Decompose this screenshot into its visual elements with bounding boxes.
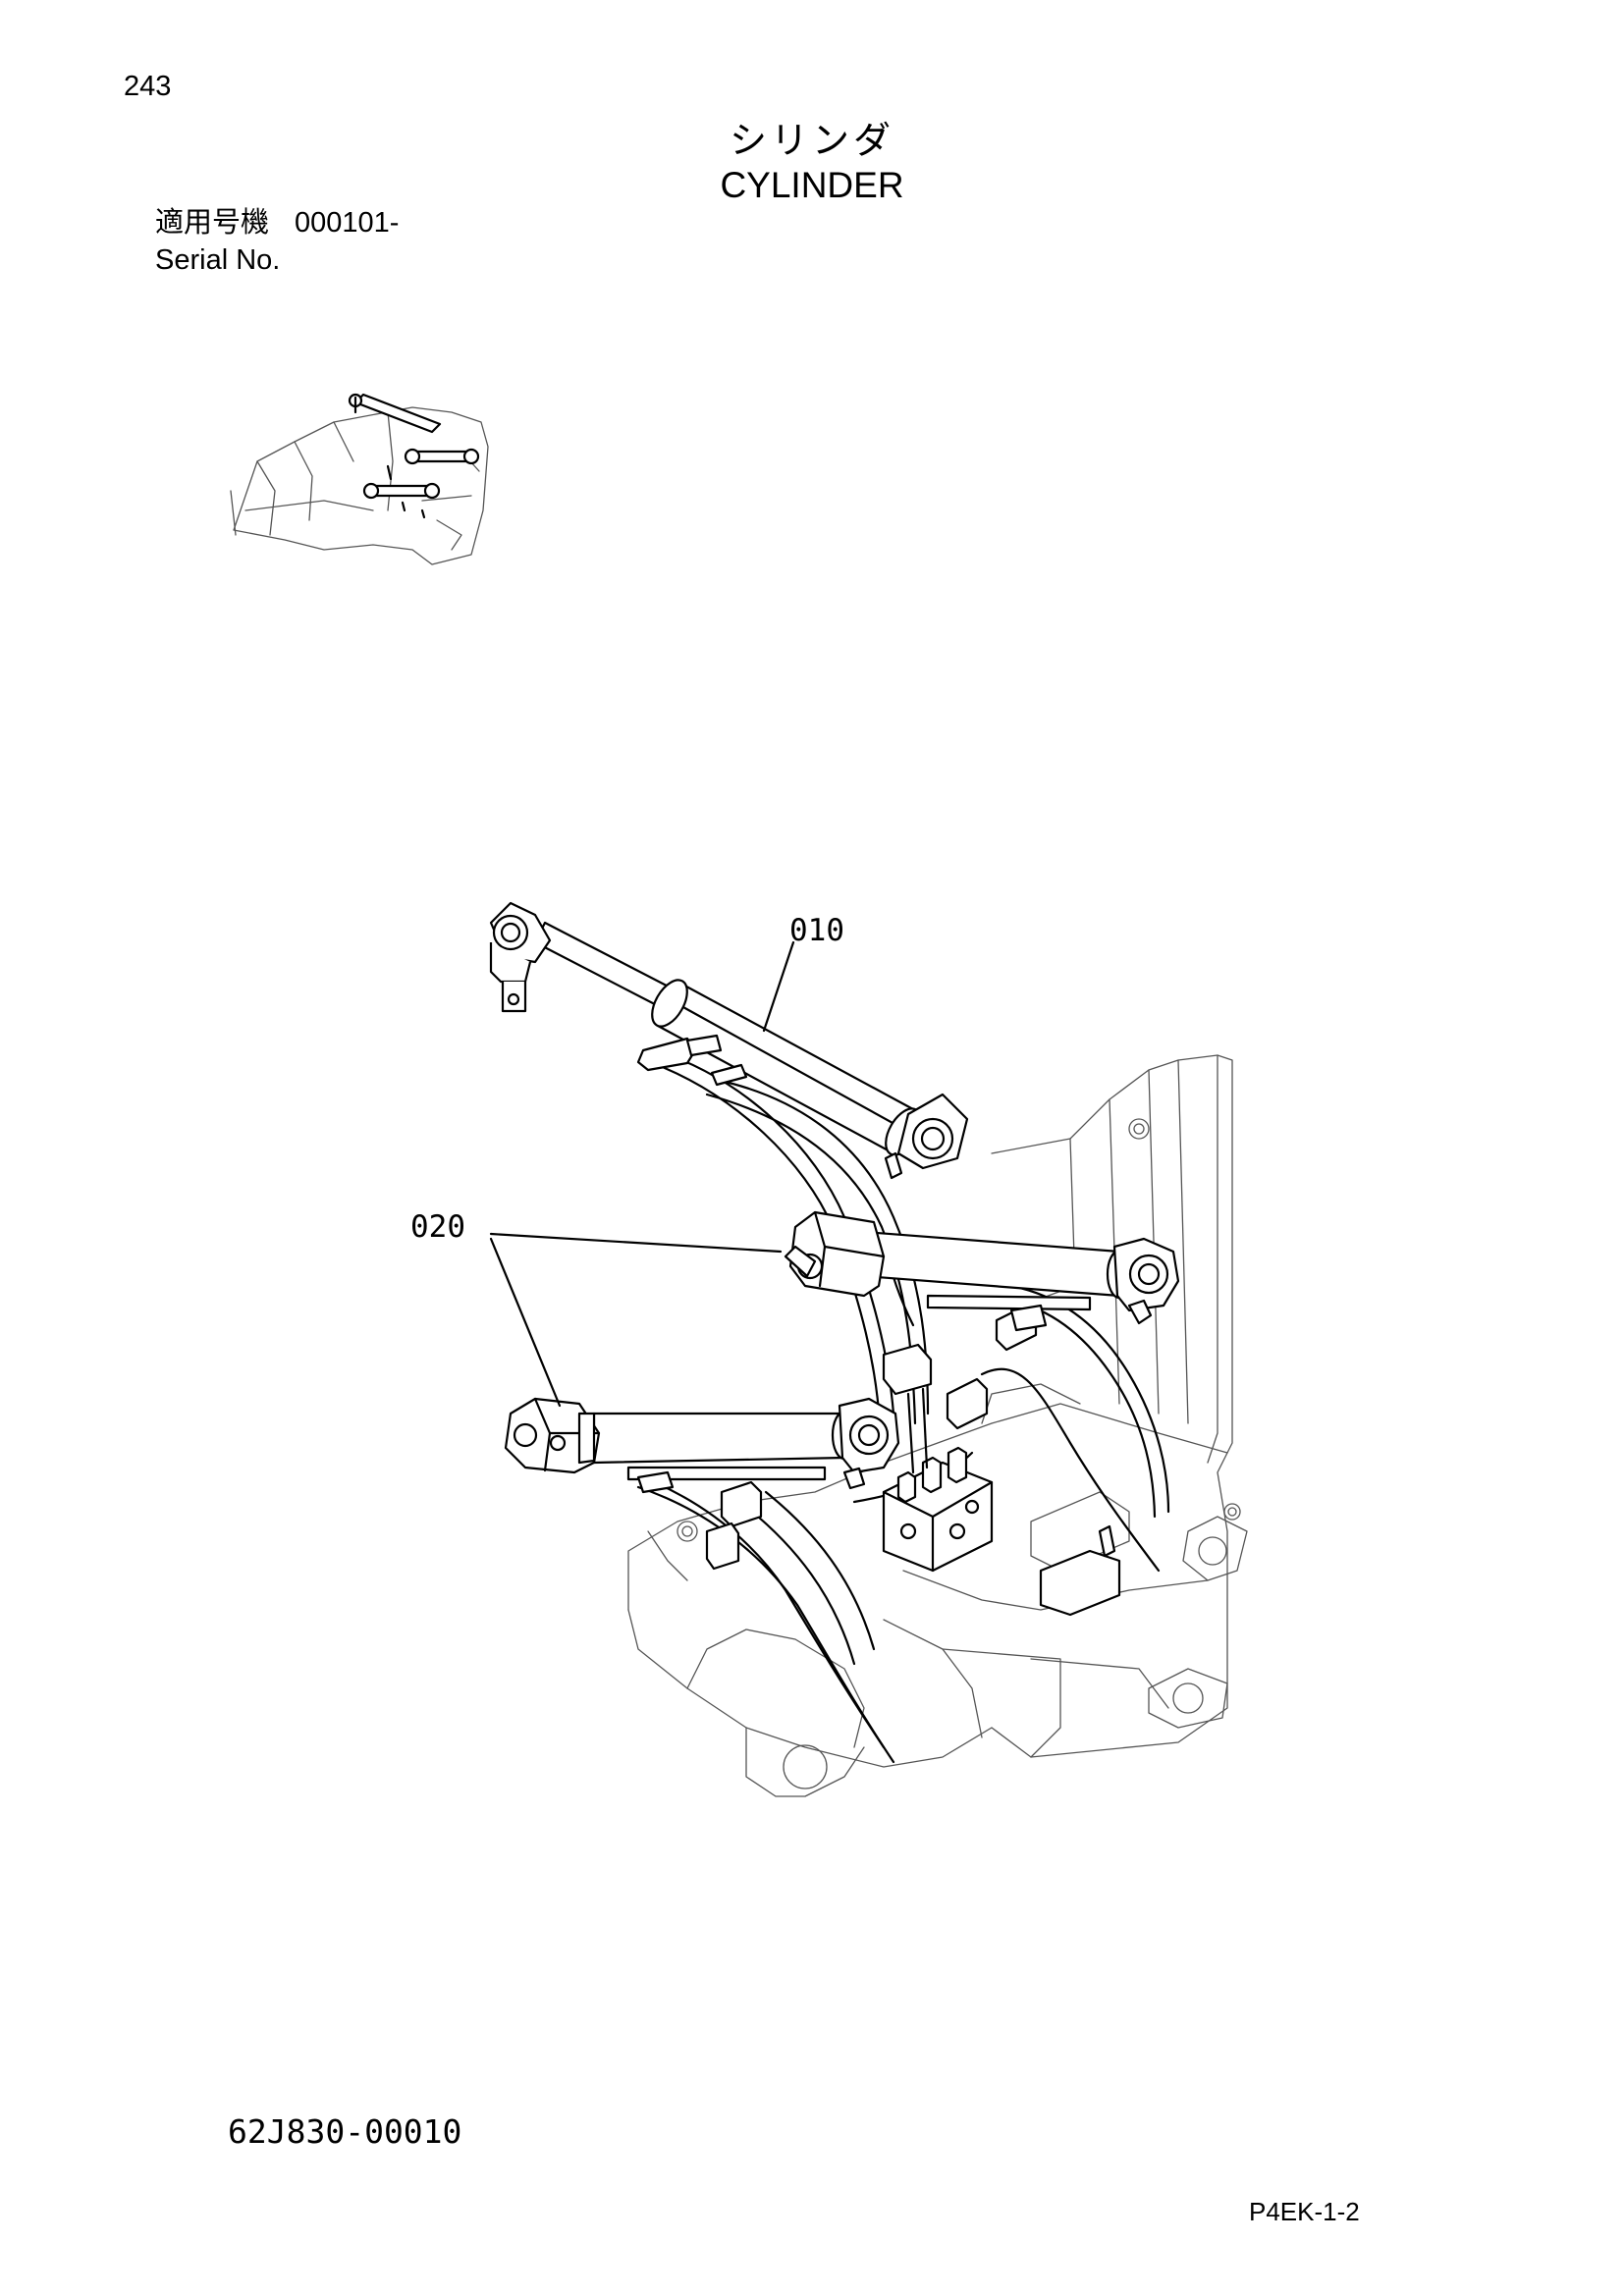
cylinder-020-middle xyxy=(784,1210,1180,1325)
cylinder-010 xyxy=(489,901,969,1180)
cylinder-010-fittings xyxy=(636,1034,748,1087)
valve-lever xyxy=(882,1343,933,1474)
cylinder-020-lower-hose xyxy=(626,1466,827,1494)
cylinder-020-middle-hose xyxy=(926,1294,1092,1332)
serial-number-block: 適用号機 000101- Serial No. xyxy=(155,204,399,279)
control-valve xyxy=(882,1446,994,1573)
hydraulic-hoses xyxy=(626,1048,1170,1764)
page-title-english: CYLINDER xyxy=(720,165,904,205)
serial-label-japanese: 適用号機 xyxy=(155,207,270,239)
cylinder-020-lower xyxy=(504,1397,900,1490)
callout-010: 010 xyxy=(789,913,844,948)
page-title-japanese: シリンダ xyxy=(729,119,894,162)
serial-label-english: Serial No. xyxy=(155,244,281,276)
drawing-number: 62J830-00010 xyxy=(228,2112,462,2151)
page-number: 243 xyxy=(124,71,172,102)
callout-020: 020 xyxy=(410,1209,465,1245)
serial-value: 000101- xyxy=(295,207,400,239)
page-code: P4EK-1-2 xyxy=(1249,2197,1360,2226)
callout-leaders xyxy=(489,940,795,1408)
